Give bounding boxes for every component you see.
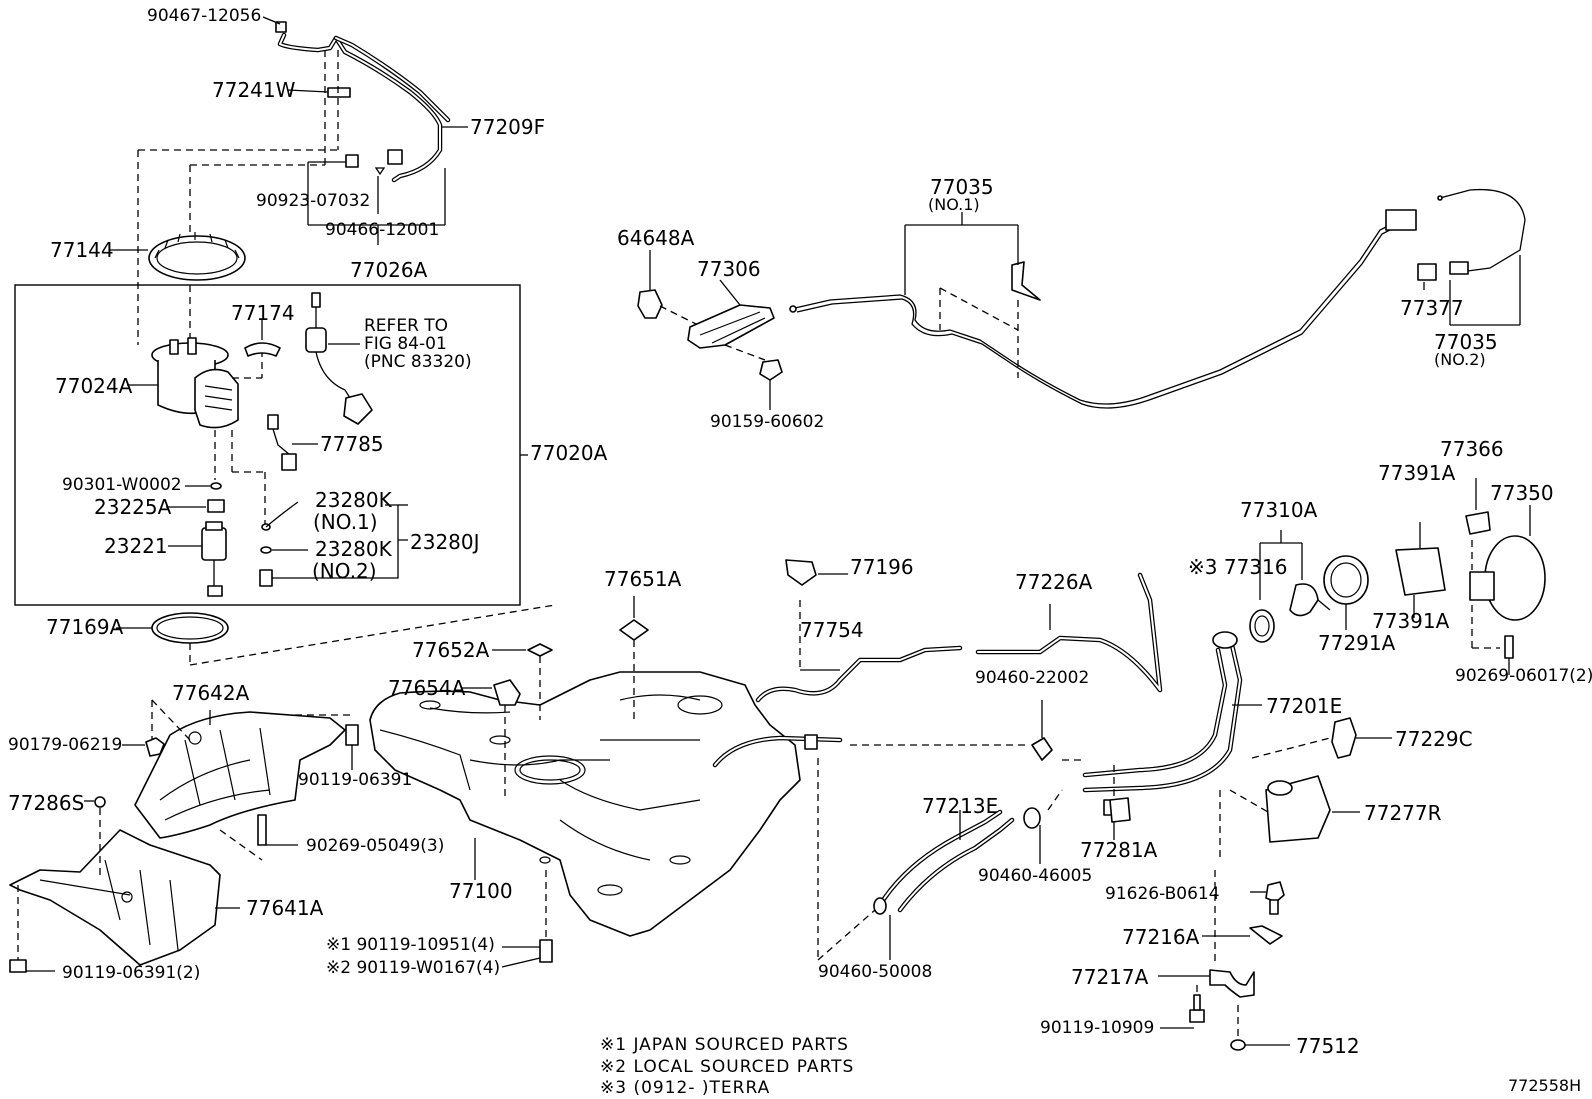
tank-accessories [462,596,843,968]
part-label-90460-50008: 90460-50008 [818,962,933,982]
part-label-77652a: 77652A [412,638,490,662]
part-label-77100: 77100 [449,879,513,903]
part-label-77651a: 77651A [604,567,682,591]
fuel-pump-assembly-frame [14,284,521,606]
part-label-77316: ※3 77316 [1188,555,1288,579]
footnote-local-sourced: ※2 LOCAL SOURCED PARTS [600,1057,855,1077]
part-label-90460-46005: 90460-46005 [978,866,1093,886]
part-label-77035-no2: 77035 [1434,330,1498,354]
part-label-90119-10951: ※1 90119-10951(4) [326,935,495,955]
part-label-77512: 77512 [1296,1034,1360,1058]
part-label-77291a: 77291A [1318,631,1396,655]
filler-cap-area [1249,478,1546,675]
part-label-23221: 23221 [104,534,168,558]
part-label-23280k-no1: 23280K [315,488,392,512]
fuel-lid-cable-77035 [789,188,1526,409]
part-label-90119-10909: 90119-10909 [1040,1018,1155,1038]
clip-77174 [244,320,281,357]
right-lower-parts [1219,717,1392,860]
part-label-90301-w0002: 90301-W0002 [62,475,182,495]
part-label-77641a: 77641A [246,896,324,920]
part-label-90119-06391-2: 90119-06391(2) [62,963,201,983]
part-label-77020a: 77020A [530,441,608,465]
protector-77641a [9,829,240,966]
part-label-90159-60602: 90159-60602 [710,412,825,432]
diagram-id: 772558H [1508,1076,1582,1095]
part-label-77035-no1: 77035 [930,175,994,199]
part-label-no2-a: (NO.2) [312,559,377,583]
part-label-64648a: 64648A [617,226,695,250]
lock-ring-77144 [110,232,246,281]
part-label-90269-05049: 90269-05049(3) [306,836,445,856]
part-label-77241w: 77241W [212,78,296,102]
part-label-77310a: 77310A [1240,498,1318,522]
part-label-77785: 77785 [320,432,384,456]
connector-77785 [231,414,318,525]
part-label-77277r: 77277R [1364,801,1442,825]
clamp-77196 [785,559,848,586]
part-label-90460-22002: 90460-22002 [975,668,1090,688]
part-label-77169a: 77169A [46,615,124,639]
part-label-77654a: 77654A [388,676,466,700]
fuel-pump-77024a [127,337,263,429]
part-label-23225a: 23225A [94,495,172,519]
part-label-90269-06017: 90269-06017(2) [1455,666,1592,686]
part-label-77754: 77754 [800,618,864,642]
fuel-tube-77209f [275,21,451,183]
part-label-77144: 77144 [50,238,114,262]
part-label-90179-06219: 90179-06219 [8,735,123,755]
vent-tube-77226a [975,572,1163,693]
fuel-lid-opener-group [637,250,783,410]
protector-77642a [134,699,352,861]
part-label-77286s: 77286S [8,791,85,815]
part-label-77217a: 77217A [1071,965,1149,989]
part-label-77281a: 77281A [1080,838,1158,862]
refer-note-line1: REFER TO [364,316,449,336]
vent-hose-77754 [755,600,963,703]
part-label-77201e: 77201E [1266,694,1343,718]
part-label-23280k-no2: 23280K [315,537,392,561]
fuel-tank-77100 [369,671,801,937]
protector-bolts [9,724,359,973]
part-label-77174: 77174 [231,301,295,325]
part-label-77026a: 77026A [350,258,428,282]
part-label-77391a-lower: 77391A [1372,609,1450,633]
refer-note-line3: (PNC 83320) [364,352,472,372]
gasket-77169a [116,604,556,666]
part-label-23280j: 23280J [410,530,480,554]
part-label-no1-b: (NO.1) [928,195,980,214]
pump-internal-parts [166,430,408,597]
refer-note-line2: FIG 84-01 [364,334,447,354]
part-label-90467-12056: 90467-12056 [147,6,262,26]
part-label-77229c: 77229C [1395,727,1473,751]
part-label-77350: 77350 [1490,481,1554,505]
fuel-inlet-pipe-77201e [1082,631,1262,793]
part-label-77366: 77366 [1440,437,1504,461]
part-label-77642a: 77642A [172,681,250,705]
part-label-77306: 77306 [697,257,761,281]
part-label-77213e: 77213E [922,794,999,818]
leader-lines-top-left [137,16,468,345]
part-label-77226a: 77226A [1015,570,1093,594]
part-label-90119-w0167: ※2 90119-W0167(4) [326,958,501,978]
sender-gauge-wiring [305,292,373,425]
part-label-90923-07032: 90923-07032 [256,191,371,211]
part-label-77209f: 77209F [470,115,546,139]
clamp-77281a [1109,797,1131,823]
filler-hose-77213e [817,758,1063,961]
part-label-77391a-upper: 77391A [1378,461,1456,485]
part-label-91626-b0614: 91626-B0614 [1105,884,1220,904]
bottom-right-bracket-parts [1158,870,1290,1051]
footnote-japan-sourced: ※1 JAPAN SOURCED PARTS [600,1035,849,1055]
part-label-77377: 77377 [1400,296,1464,320]
part-label-77024a: 77024A [55,374,133,398]
footnote-terra: ※3 (0912- )TERRA [600,1078,771,1098]
part-label-77216a: 77216A [1122,925,1200,949]
part-label-77196: 77196 [850,555,914,579]
part-label-90466-12001: 90466-12001 [325,220,440,240]
part-label-no2-b: (NO.2) [1434,350,1486,369]
part-label-90119-06391: 90119-06391 [298,770,413,790]
part-label-no1-a: (NO.1) [313,510,378,534]
